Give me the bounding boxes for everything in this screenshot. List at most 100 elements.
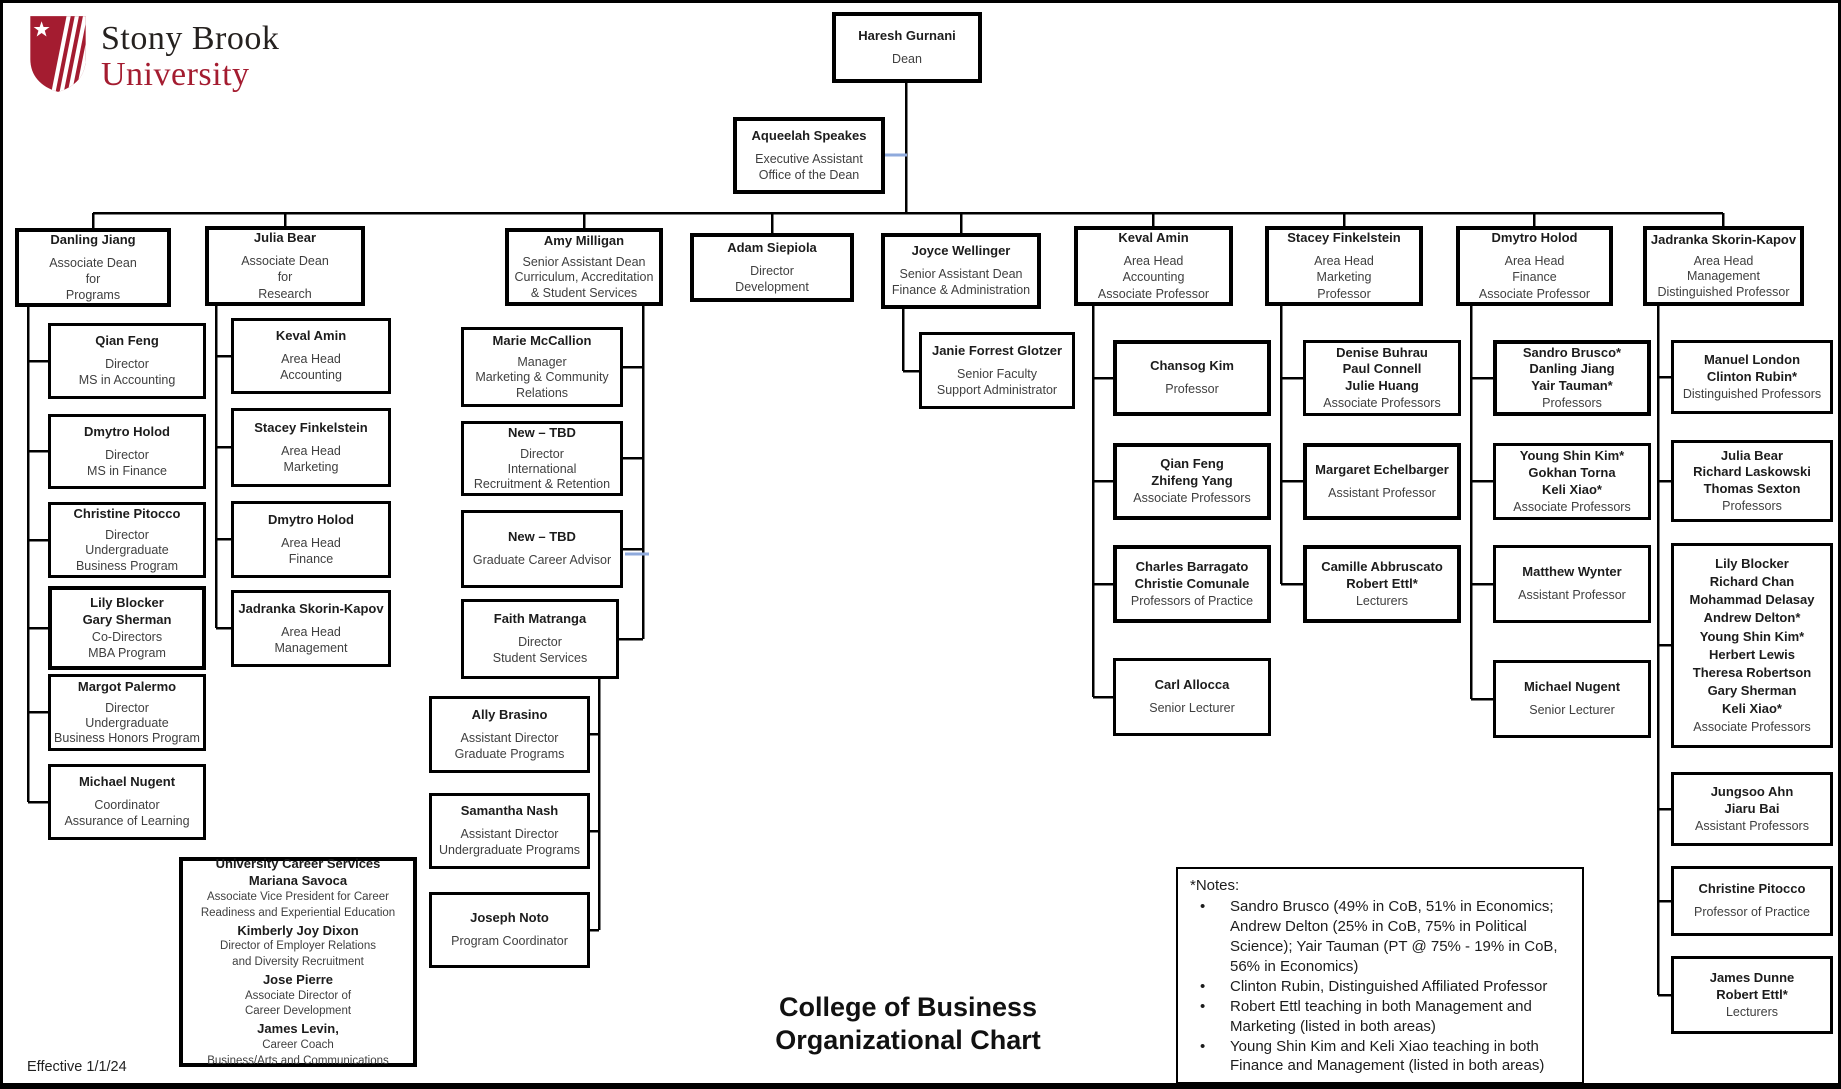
role-title: Professors — [1722, 499, 1782, 514]
person-name: Jiaru Bai — [1724, 800, 1780, 816]
page-title: College of Business Organizational Chart — [693, 991, 1123, 1057]
person-name: Joseph Noto — [470, 910, 549, 926]
person-name: Keli Xiao* — [1722, 701, 1782, 717]
role-title: Associate Professor — [1097, 286, 1210, 301]
person-name: James Levin, — [257, 1021, 339, 1037]
person-name: Kimberly Joy Dixon — [237, 922, 359, 938]
person-name: Andrew Delton* — [1703, 610, 1801, 626]
role-title: for — [277, 270, 293, 285]
role-title: Associate Professors — [1323, 396, 1441, 411]
effective-date: Effective 1/1/24 — [27, 1059, 127, 1075]
person-name: Richard Laskowski — [1693, 464, 1811, 480]
role-title: Program Coordinator — [451, 934, 568, 949]
note-item: Robert Ettl teaching in both Management … — [1190, 997, 1572, 1037]
note-text: Young Shin Kim and Keli Xiao teaching in… — [1230, 1037, 1545, 1075]
role-title: Associate Dean — [49, 255, 137, 270]
role-title: Finance — [288, 551, 334, 566]
notes-list: Sandro Brusco (49% in CoB, 51% in Econom… — [1190, 897, 1572, 1076]
role-title: MS in Accounting — [78, 373, 176, 388]
person-name: Dmytro Holod — [268, 511, 354, 527]
connector-lines — [26, 83, 1725, 997]
person-name: Keli Xiao* — [1542, 481, 1602, 497]
role-title: Undergraduate Programs — [438, 843, 581, 858]
role-title: Development — [735, 279, 809, 294]
role-title: for — [85, 271, 101, 286]
role-title: Curriculum, Accreditation — [514, 270, 654, 285]
person-name: Margaret Echelbarger — [1315, 461, 1449, 477]
role-title: MBA Program — [88, 645, 166, 660]
role-title: & Student Services — [530, 285, 638, 300]
role-title: Professor — [1165, 382, 1219, 397]
person-name: Janie Forrest Glotzer — [931, 342, 1063, 358]
person-name: Michael Nugent — [1523, 679, 1621, 695]
person-name: Paul Connell — [1342, 361, 1422, 377]
person-name: Christine Pitocco — [1698, 881, 1806, 897]
role-title: Director of Employer Relations — [220, 940, 376, 953]
role-title: Area Head — [281, 352, 341, 367]
role-title: Assistant Director — [460, 730, 559, 745]
role-title: Assistant Professor — [1518, 588, 1626, 603]
person-name: Julia Bear — [1720, 447, 1784, 463]
person-name: Carl Allocca — [1154, 677, 1230, 693]
person-name: Adam Siepiola — [727, 239, 817, 255]
person-name: Dmytro Holod — [1491, 230, 1578, 246]
role-title: Recruitment & Retention — [473, 477, 611, 492]
person-name: New – TBD — [508, 424, 576, 440]
note-text: Robert Ettl teaching in both Management … — [1230, 997, 1532, 1035]
person-name: Gary Sherman — [82, 611, 172, 627]
person-name: Marie McCallion — [492, 333, 592, 349]
role-title: Area Head — [1693, 254, 1754, 269]
role-title: Readiness and Experiential Education — [200, 906, 396, 919]
person-name: Julia Bear — [253, 230, 317, 246]
person-name: Matthew Wynter — [1522, 564, 1622, 580]
role-title: Programs — [65, 288, 121, 303]
role-title: Undergraduate — [85, 543, 169, 558]
role-title: Associate Professors — [1693, 719, 1811, 734]
person-name: Stacey Finkelstein — [254, 419, 368, 435]
role-title: Research — [258, 286, 312, 301]
role-title: Executive Assistant — [755, 151, 863, 166]
role-title: Business/Arts and Communications — [207, 1054, 389, 1067]
person-name: Margot Palermo — [77, 678, 177, 694]
person-name: Julie Huang — [1345, 378, 1419, 394]
role-title: Business Program — [75, 558, 179, 573]
role-title: Senior Faculty — [957, 366, 1037, 381]
person-name: Thomas Sexton — [1703, 481, 1801, 497]
person-name: Yair Tauman* — [1531, 378, 1613, 394]
person-name: Charles Barragato — [1135, 558, 1249, 574]
person-name: University Career Services — [215, 855, 381, 871]
person-name: Christie Comunale — [1134, 575, 1250, 591]
role-title: Area Head — [1314, 254, 1374, 269]
role-title: Graduate Programs — [454, 746, 565, 761]
role-title: Associate Professor — [1478, 286, 1591, 301]
role-title: Student Services — [492, 651, 588, 666]
person-name: Herbert Lewis — [1709, 646, 1795, 662]
role-title: Marketing — [1316, 270, 1372, 285]
role-title: Area Head — [1504, 254, 1565, 269]
person-name: Chansog Kim — [1150, 358, 1234, 374]
